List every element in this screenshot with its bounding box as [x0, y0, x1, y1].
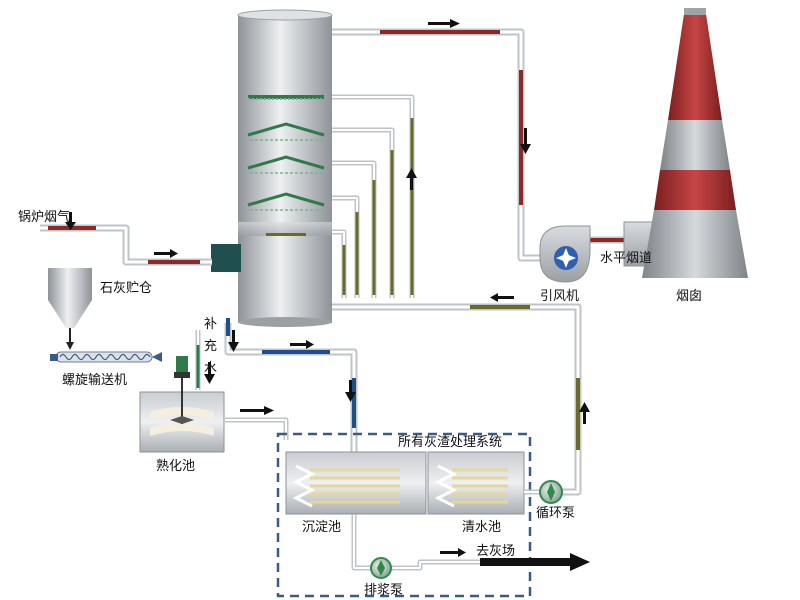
- agitator-icon: [170, 356, 194, 424]
- lime-silo: [48, 268, 92, 350]
- circulation-pump: [524, 480, 563, 504]
- circulation-pump-label: 循环泵: [536, 506, 575, 521]
- boiler-flue-gas-label: 锅炉烟气: [18, 209, 70, 225]
- to-ash-yard-arrow: [480, 553, 590, 571]
- makeup-water-label-1: 补: [204, 317, 217, 332]
- flue-gas-inlet-pipe: [40, 224, 212, 266]
- chimney: [642, 8, 748, 278]
- tower-to-settling-pipe: [224, 318, 358, 452]
- recirculation-lines: [332, 94, 582, 496]
- makeup-water-label-2: 充: [204, 338, 217, 354]
- flow-arrow-icon: [65, 19, 590, 557]
- slurry-pump-label: 排浆泵: [364, 583, 403, 598]
- screw-conveyor-label: 螺旋输送机: [62, 372, 127, 388]
- spray-level-2: [247, 155, 325, 174]
- slurry-pump: [370, 557, 392, 579]
- spray-level-3: [247, 192, 325, 211]
- settling-tank-label: 沉淀池: [302, 520, 341, 535]
- spray-level-1: [247, 122, 325, 141]
- chimney-label: 烟囱: [676, 289, 702, 304]
- clear-water-tank-label: 清水池: [462, 520, 501, 535]
- clear-water-tank: [427, 451, 525, 515]
- absorber-tower: [237, 9, 333, 327]
- flue-gas-inlet-duct: [211, 244, 241, 272]
- lime-silo-label: 石灰贮仓: [100, 281, 152, 296]
- induced-draft-fan-label: 引风机: [540, 289, 579, 304]
- demister-layer: [248, 95, 324, 100]
- slaking-tank: [139, 356, 225, 453]
- induced-draft-fan: [539, 225, 591, 283]
- ash-system-boundary: [276, 432, 532, 598]
- slaking-tank-label: 熟化池: [156, 458, 195, 474]
- makeup-water-label-3: 水: [204, 361, 217, 376]
- ash-system-label: 所有灰渣处理系统: [398, 435, 502, 450]
- horizontal-flue-label: 水平烟道: [600, 251, 652, 266]
- to-ash-yard-label: 去灰场: [476, 544, 515, 559]
- settling-to-slurry-pump-pipe: [351, 514, 480, 571]
- settling-tank: [285, 451, 427, 515]
- screw-conveyor: [50, 351, 162, 363]
